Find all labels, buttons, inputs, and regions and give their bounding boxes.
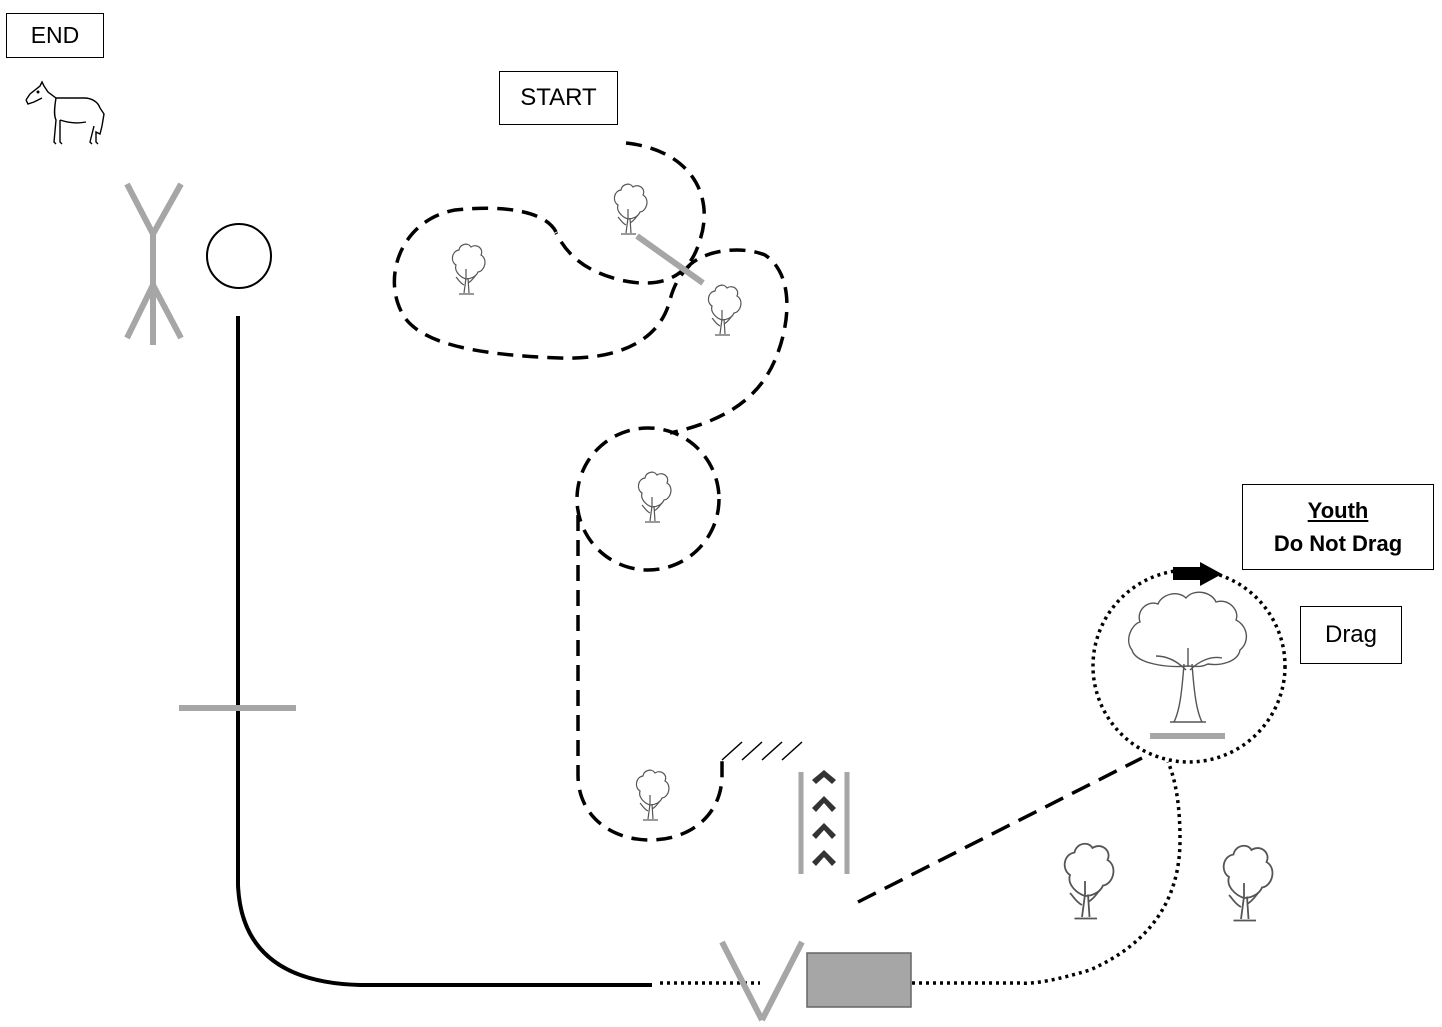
tree-icon: [635, 769, 670, 821]
box-obstacle-icon: [806, 952, 912, 1008]
vertical-dashed-path: [576, 515, 724, 842]
dashed-diagonal-path: [857, 756, 1143, 904]
end-label: END: [6, 13, 104, 58]
horse-icon: [25, 80, 105, 145]
youth-note-label: Youth Do Not Drag: [1242, 484, 1434, 570]
arrow-right-icon: [1173, 562, 1222, 586]
solid-path: [236, 316, 652, 987]
left-loop-path: [392, 206, 692, 360]
middle-loop-path: [575, 426, 721, 572]
start-label: START: [499, 71, 618, 125]
circle-obstacle-icon: [206, 223, 272, 289]
right-loop-path: [669, 248, 789, 435]
v-gate-icon: [719, 940, 805, 1022]
tree-icon: [1063, 842, 1115, 920]
drag-label: Drag: [1300, 606, 1402, 664]
tree-icon: [613, 183, 648, 235]
tree-icon: [1128, 591, 1247, 723]
end-label-text: END: [30, 22, 80, 48]
start-label-text: START: [520, 84, 597, 111]
youth-note-text: Do Not Drag: [1273, 531, 1403, 556]
y-branch-obstacle-icon: [124, 182, 184, 345]
tree-icon: [451, 243, 486, 295]
dotted-path-bottom-right: [912, 761, 1182, 985]
tree-icon: [637, 471, 672, 523]
tree-icon: [1222, 844, 1274, 922]
youth-title-text: Youth: [1307, 498, 1369, 523]
gate-line-obstacle: [635, 233, 705, 286]
drag-circle-path: [1091, 568, 1287, 764]
tree-icon: [707, 284, 742, 336]
drag-label-text: Drag: [1324, 621, 1378, 648]
slash-marks: [721, 741, 803, 761]
ladder-obstacle-icon: [798, 770, 850, 874]
